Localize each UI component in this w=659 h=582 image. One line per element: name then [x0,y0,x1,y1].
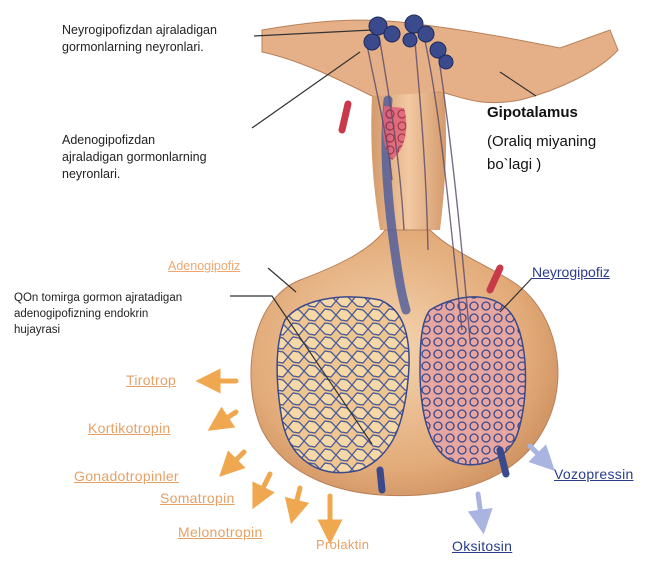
hormone-tirotrop: Tirotrop [126,372,176,388]
vein-left [380,470,382,490]
label-hypothalamus-title: Gipotalamus [487,104,578,121]
label-hypothalamus-sub: (Oraliq miyaning bo`lagi ) [487,130,637,176]
label-adenohypophysis: Adenogipofiz [168,258,240,275]
label-neuro-neurons: Neyrogipofizdan ajraladigan gormonlarnin… [62,22,262,56]
neurohypophysis-network [420,297,526,465]
arrow-vozopressin [530,446,546,462]
hormone-prolaktin: Prolaktin [316,537,369,552]
arrow-somatropin [258,474,270,498]
arrow-gonadotropinler [228,452,244,468]
hormone-oksitosin: Oksitosin [452,538,512,554]
arrow-melonotropin [294,488,300,512]
hormone-melonotropin: Melonotropin [178,524,263,540]
leader-adenohypophysis [268,268,296,292]
adenohypophysis-cells [277,297,409,473]
hormone-vozopressin: Vozopressin [554,466,634,482]
hormone-somatropin: Somatropin [160,490,235,506]
label-neurohypophysis: Neyrogipofiz [532,264,610,281]
arrow-kortikotropin [218,412,236,424]
hormone-kortikotropin: Kortikotropin [88,420,171,436]
arrow-oksitosin [478,494,482,522]
label-endocrine-cell: QOn tomirga gormon ajratadigan adenogipo… [14,290,234,338]
hormone-gonadotropinler: Gonadotropinler [74,468,179,484]
artery-left [342,104,348,130]
label-adeno-neurons: Adenogipofizdan ajraladigan gormonlarnin… [62,132,262,183]
